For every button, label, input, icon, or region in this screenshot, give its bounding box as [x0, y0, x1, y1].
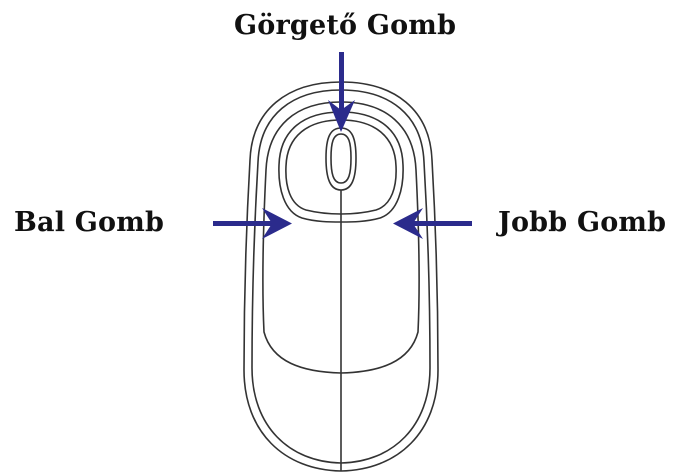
mouse-drawing — [244, 82, 438, 471]
scroll-wheel-inner — [331, 134, 351, 183]
left-button-arrow — [213, 208, 292, 239]
right-button-arrow — [393, 208, 472, 239]
